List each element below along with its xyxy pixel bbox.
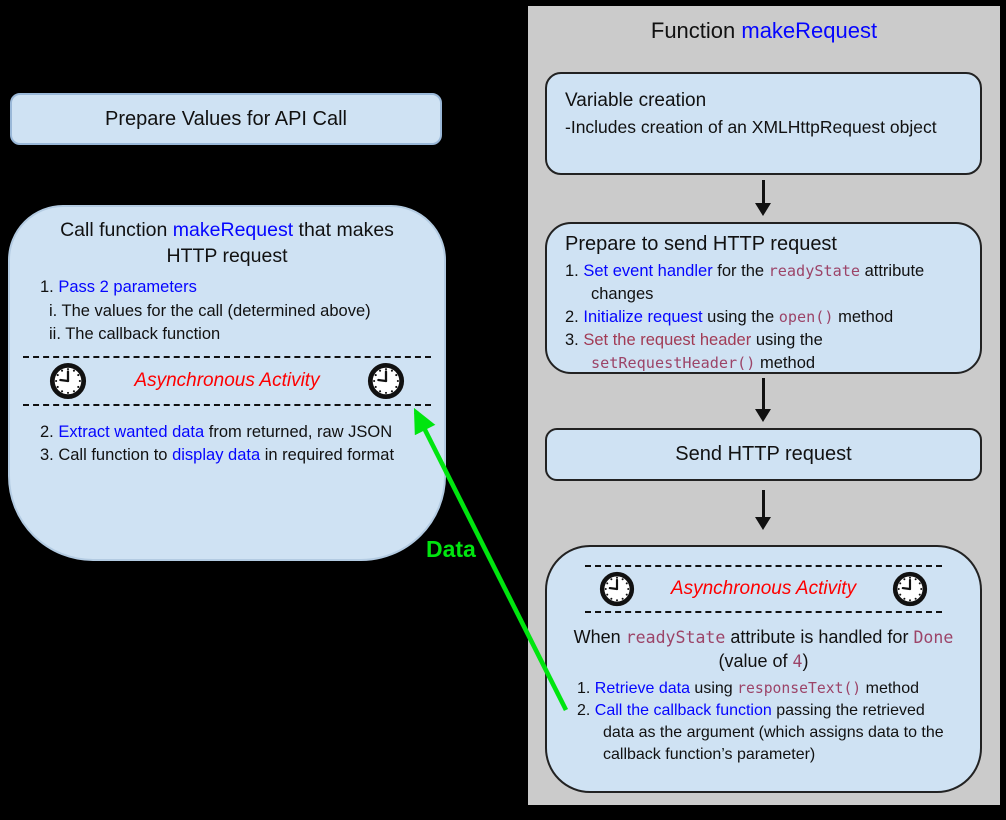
flow-arrow-down	[755, 490, 771, 530]
prepare-values-label: Prepare Values for API Call	[105, 107, 347, 130]
send-request-label: Send HTTP request	[675, 443, 852, 465]
arrow-stem	[761, 180, 765, 203]
list-item: 1. Retrieve data using responseText() me…	[577, 679, 919, 697]
ready-state-heading: When readyState attribute is handled for…	[573, 627, 954, 672]
list-item: 3. Call function to display data in requ…	[40, 446, 395, 465]
list-item: 1. Pass 2 parameters	[40, 278, 197, 297]
variable-creation-detail: -Includes creation of an XMLHttpRequest …	[565, 116, 937, 137]
clock-icon	[599, 571, 635, 607]
clock-icon	[49, 362, 87, 399]
data-arrow-label: Data	[426, 536, 476, 562]
list-item: ii. The callback function	[49, 325, 221, 344]
arrow-head	[755, 409, 771, 422]
callback-handling-box: Asynchronous Activity When readyState at…	[545, 545, 982, 793]
list-item: 1. Set event handler for the readyState …	[565, 262, 925, 304]
async-activity-label: Asynchronous Activity	[134, 369, 320, 391]
callback-steps-list: 1. Retrieve data using responseText() me…	[577, 678, 964, 766]
flow-arrow-down	[755, 378, 771, 422]
list-item: 3. Set the request header using the setR…	[565, 331, 823, 373]
async-activity-banner: Asynchronous Activity	[23, 355, 431, 406]
clock-icon	[892, 571, 928, 607]
variable-creation-box: Variable creation -Includes creation of …	[545, 72, 982, 175]
variable-creation-title: Variable creation	[565, 90, 707, 111]
call-function-result-list: 2. Extract wanted data from returned, ra…	[40, 421, 444, 468]
flow-arrow-down	[755, 180, 771, 216]
prepare-values-box: Prepare Values for API Call	[10, 93, 442, 145]
panel-title: Function makeRequest	[650, 18, 878, 43]
clock-icon	[367, 362, 405, 399]
call-function-params-list: 1. Pass 2 parameters i. The values for t…	[40, 276, 444, 346]
list-item: 2. Initialize request using the open() m…	[565, 308, 894, 327]
arrow-stem	[761, 490, 765, 517]
list-item: 2. Extract wanted data from returned, ra…	[40, 422, 393, 441]
list-item: 2. Call the callback function passing th…	[577, 701, 944, 763]
arrow-head	[755, 203, 771, 216]
send-request-box: Send HTTP request	[545, 428, 982, 481]
list-item: i. The values for the call (determined a…	[49, 301, 371, 320]
prepare-send-box: Prepare to send HTTP request 1. Set even…	[545, 222, 982, 374]
async-activity-banner: Asynchronous Activity	[585, 565, 942, 613]
arrow-stem	[761, 378, 765, 409]
prepare-send-title: Prepare to send HTTP request	[565, 233, 837, 255]
make-request-panel: Function makeRequest Variable creation -…	[528, 6, 1000, 805]
call-function-title: Call function makeRequest that makes HTT…	[60, 219, 394, 267]
call-function-box: Call function makeRequest that makes HTT…	[8, 205, 446, 561]
async-activity-label: Asynchronous Activity	[670, 578, 857, 599]
arrow-head	[755, 517, 771, 530]
